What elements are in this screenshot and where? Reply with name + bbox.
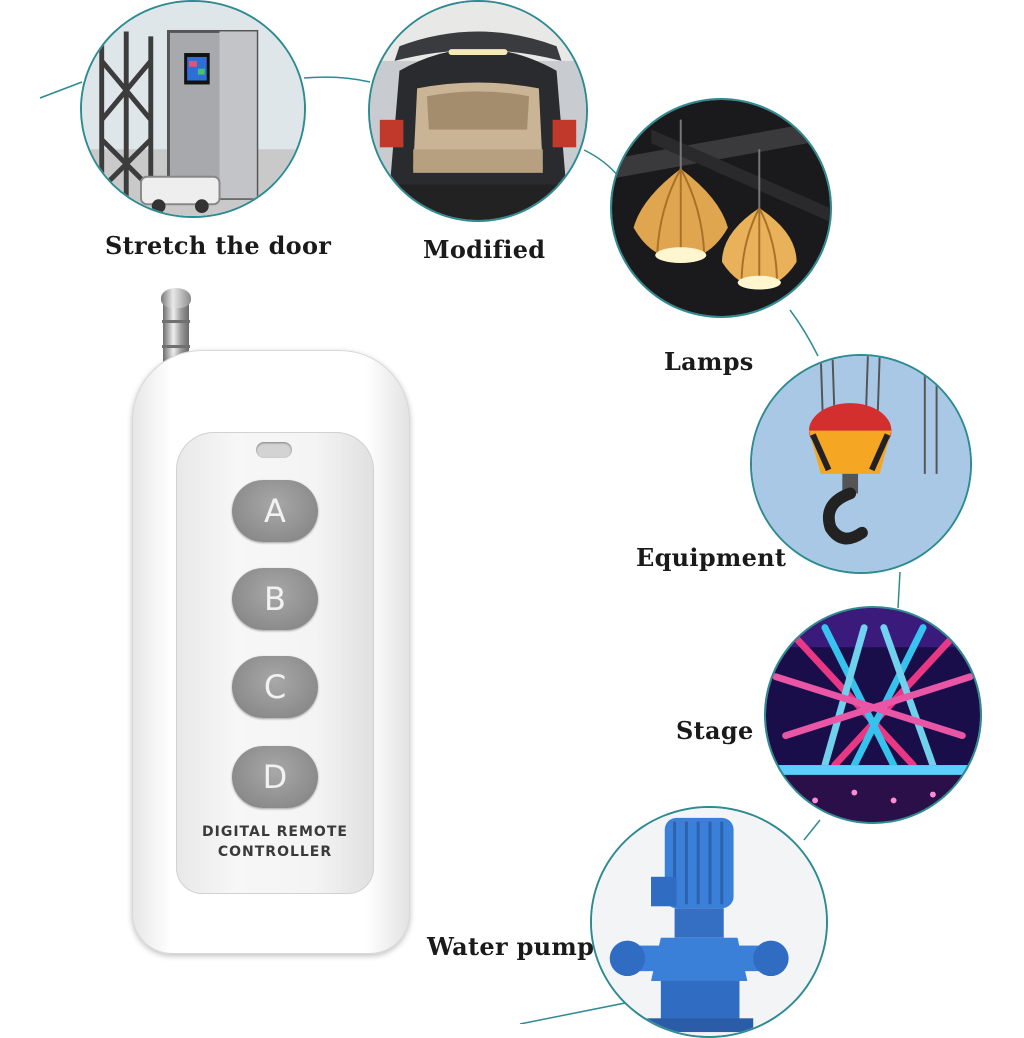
water-pump-image <box>590 806 828 1038</box>
antenna-ring <box>162 320 190 323</box>
remote-button-a[interactable]: A <box>232 480 318 542</box>
label-stretch-the-door: Stretch the door <box>105 231 332 260</box>
stage-image <box>764 606 982 824</box>
remote-text-line2: CONTROLLER <box>217 844 333 860</box>
stretch-door-image <box>80 0 306 218</box>
label-stage: Stage <box>676 716 754 745</box>
remote-button-d[interactable]: D <box>232 746 318 808</box>
equipment-image <box>750 354 972 574</box>
label-equipment: Equipment <box>636 543 787 572</box>
remote-button-c[interactable]: C <box>232 656 318 718</box>
antenna-tip <box>161 288 191 308</box>
label-water-pump: Water pump <box>427 932 595 961</box>
remote-button-b[interactable]: B <box>232 568 318 630</box>
remote-text-line1: DIGITAL REMOTE <box>202 824 348 840</box>
led-indicator <box>256 442 292 458</box>
lamps-image <box>610 98 832 318</box>
label-modified: Modified <box>423 235 546 264</box>
modified-image <box>368 0 588 222</box>
antenna-ring <box>162 345 190 348</box>
label-lamps: Lamps <box>664 347 754 376</box>
